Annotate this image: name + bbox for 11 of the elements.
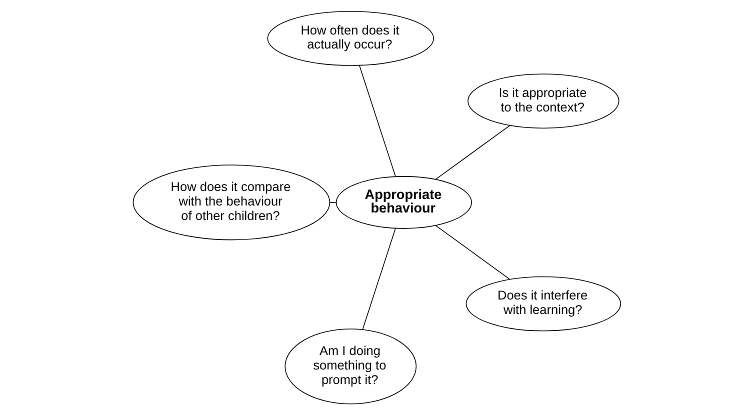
connector — [435, 124, 510, 180]
node-ellipse: How often does it actually occur? — [267, 10, 434, 66]
connector — [362, 228, 396, 330]
node-ellipse: Is it appropriate to the context? — [468, 74, 620, 129]
node-ellipse: Does it interfere with learning? — [466, 276, 622, 332]
node-ellipse: How does it compare with the behaviour of other children? — [132, 164, 330, 240]
node-ellipse: Am I doing something to prompt it? — [284, 328, 417, 404]
connector — [435, 225, 510, 280]
connector — [359, 65, 396, 177]
node-ellipse: Appropriate behaviour — [336, 176, 472, 229]
connector — [329, 202, 336, 203]
